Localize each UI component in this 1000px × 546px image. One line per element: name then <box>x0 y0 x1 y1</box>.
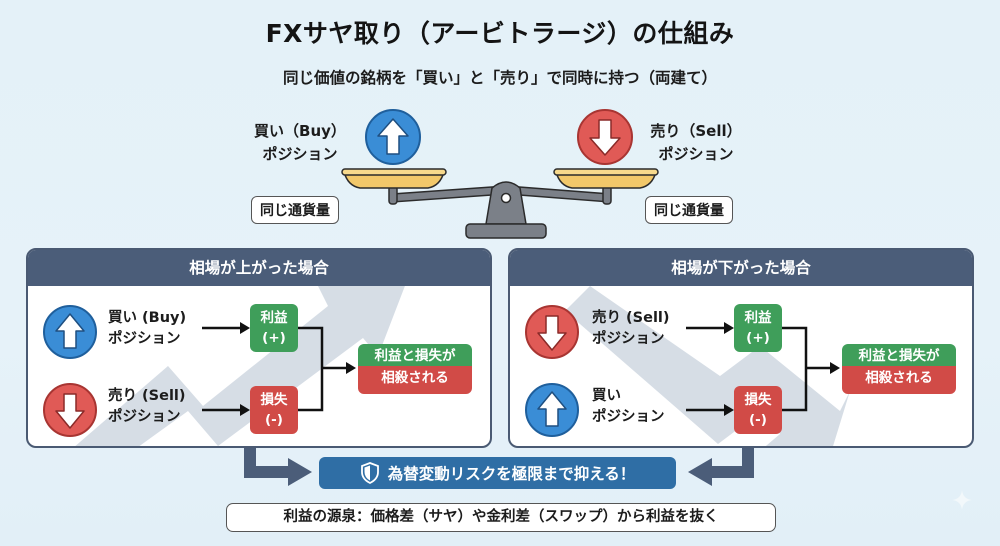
row-label-line1: 買い <box>592 388 621 404</box>
row-label-line1: 売り (Sell) <box>592 310 670 326</box>
offset-result-line1: 利益と損失が <box>358 344 472 366</box>
loss-box: 損失 (-) <box>734 386 782 434</box>
arrow-down-circle-icon <box>525 305 579 359</box>
arrow-up-circle-icon <box>525 383 579 437</box>
panel-heading: 相場が上がった場合 <box>28 250 490 286</box>
conclusion-text: 為替変動リスクを極限まで抑える！ <box>387 465 636 483</box>
same-amount-tag-left: 同じ通貨量 <box>251 196 339 224</box>
panel-heading: 相場が下がった場合 <box>510 250 972 286</box>
offset-result-box: 利益と損失が 相殺される <box>358 344 472 394</box>
convergence-arrows-icon <box>244 448 754 486</box>
loss-label: 損失 <box>744 392 772 408</box>
buy-row-label: 買い ポジション <box>592 386 665 428</box>
conclusion-banner: 為替変動リスクを極限まで抑える！ <box>319 457 676 489</box>
arrow-down-circle-icon <box>43 383 97 437</box>
row-label-line1: 買い (Buy) <box>108 310 187 326</box>
page-title: FXサヤ取り（アービトラージ）の仕組み <box>265 19 735 48</box>
sell-row-label: 売り (Sell) ポジション <box>108 386 186 428</box>
profit-source-note: 利益の源泉：価格差（サヤ）や金利差（スワップ）から利益を抜く <box>226 503 776 532</box>
profit-sign: (+) <box>262 330 286 346</box>
profit-box: 利益 (+) <box>250 304 298 352</box>
row-label-line2: ポジション <box>108 331 181 347</box>
offset-result-line2: 相殺される <box>358 366 472 394</box>
offset-result-line1: 利益と損失が <box>842 344 956 366</box>
sell-row-label: 売り (Sell) ポジション <box>592 308 670 350</box>
arrow-down-circle-icon <box>577 109 633 165</box>
panel-market-up: 相場が上がった場合 買い (Buy) ポジション 売り (Sell) ポジション <box>26 248 492 448</box>
panel-market-down: 相場が下がった場合 売り (Sell) ポジション 買い ポジション <box>508 248 974 448</box>
offset-result-line2: 相殺される <box>842 366 956 394</box>
profit-label: 利益 <box>744 310 772 326</box>
sell-label-line2: ポジション <box>658 145 734 163</box>
row-label-line2: ポジション <box>592 331 665 347</box>
row-label-line1: 売り (Sell) <box>108 388 186 404</box>
arrow-up-circle-icon <box>43 305 97 359</box>
buy-label-line1: 買い（Buy） <box>254 122 346 140</box>
loss-sign: (-) <box>265 412 283 428</box>
row-label-line2: ポジション <box>108 409 181 425</box>
loss-sign: (-) <box>749 412 767 428</box>
row-label-line2: ポジション <box>592 409 665 425</box>
arrow-up-circle-icon <box>365 109 421 165</box>
buy-label-line2: ポジション <box>262 145 338 163</box>
buy-row-label: 買い (Buy) ポジション <box>108 308 186 350</box>
balance-scale-icon <box>341 168 659 239</box>
buy-position-label: 買い（Buy） ポジション <box>244 120 356 166</box>
uptrend-arrow-icon <box>75 286 405 446</box>
loss-label: 損失 <box>260 392 288 408</box>
loss-box: 損失 (-) <box>250 386 298 434</box>
sparkle-icon <box>952 490 972 510</box>
profit-label: 利益 <box>260 310 288 326</box>
shield-icon <box>360 462 379 484</box>
profit-sign: (+) <box>746 330 770 346</box>
same-amount-tag-right: 同じ通貨量 <box>645 196 733 224</box>
profit-box: 利益 (+) <box>734 304 782 352</box>
flow-connectors <box>686 322 840 416</box>
sell-position-label: 売り（Sell） ポジション <box>640 120 752 166</box>
offset-result-box: 利益と損失が 相殺される <box>842 344 956 394</box>
sell-label-line1: 売り（Sell） <box>650 122 742 140</box>
flow-connectors <box>202 322 356 416</box>
page-subtitle: 同じ価値の銘柄を「買い」と「売り」で同時に持つ（両建て） <box>282 69 717 87</box>
